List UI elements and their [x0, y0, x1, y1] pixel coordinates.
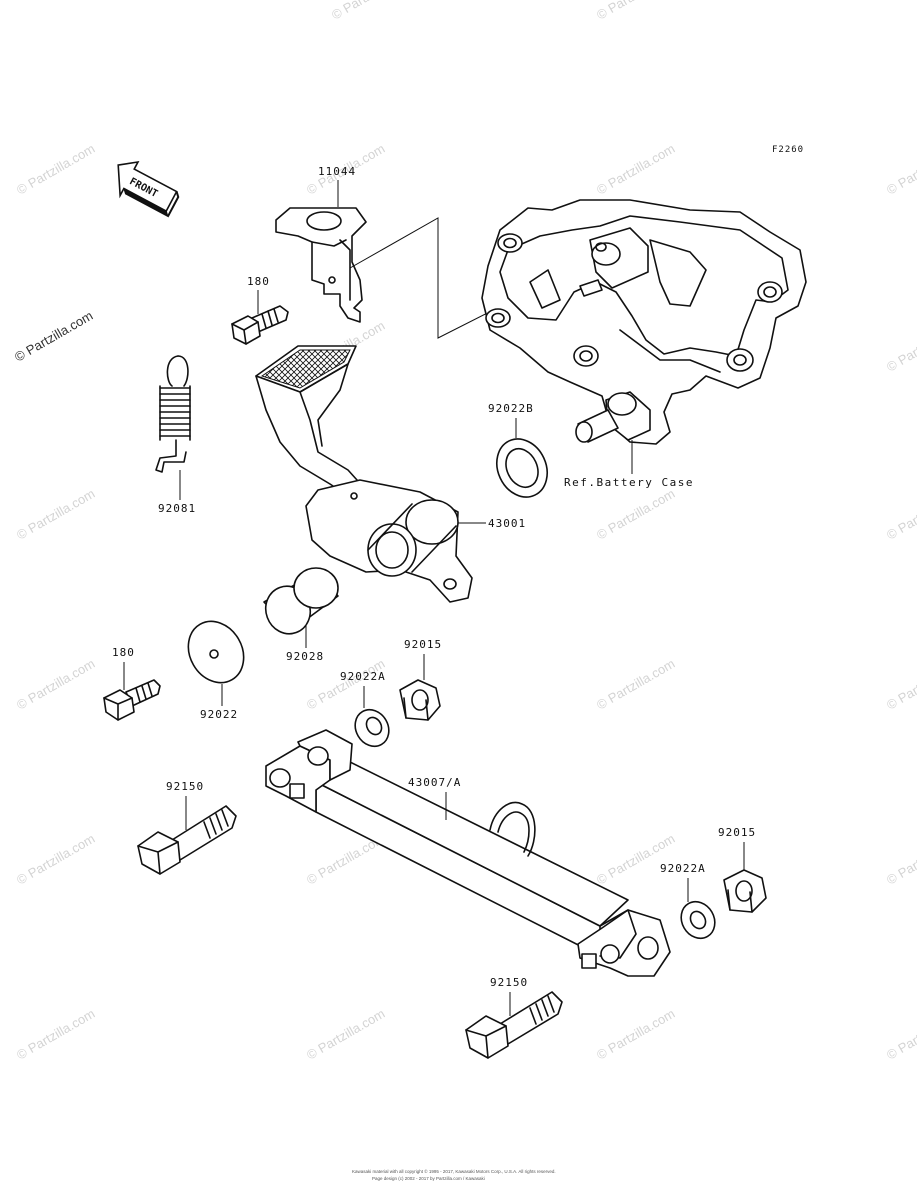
bolt-92150-left — [137, 805, 237, 875]
watermark-text: © Partzilla.com — [12, 308, 95, 365]
part-label-43007a: 43007/A — [408, 776, 461, 789]
part-label-92022b: 92022B — [488, 402, 534, 415]
watermark-text: © Partzilla.com — [14, 1006, 97, 1063]
part-label-92150-left: 92150 — [166, 780, 204, 793]
watermark-text: © Partzilla.com — [14, 831, 97, 888]
watermark-text: © Partzilla.com — [14, 141, 97, 198]
bolt-180-lower — [103, 679, 161, 721]
watermark-text: © Partzilla.com — [884, 831, 917, 888]
part-label-92022a-lower: 92022A — [660, 862, 706, 875]
part-label-92150-bottom: 92150 — [490, 976, 528, 989]
watermark-text: © Partzilla.com — [14, 486, 97, 543]
watermark-text: © Partzilla.com — [594, 141, 677, 198]
watermark-text: © Partzilla.com — [594, 656, 677, 713]
brake-pedal-43001 — [255, 345, 473, 603]
bolt-92150-bottom — [465, 991, 563, 1059]
part-label-180-upper: 180 — [247, 275, 270, 288]
part-label-92015-upper: 92015 — [404, 638, 442, 651]
bracket-11044 — [275, 207, 367, 323]
bolt-180-upper — [231, 305, 289, 345]
part-label-92015-lower: 92015 — [718, 826, 756, 839]
front-arrow-icon: FRONT — [117, 160, 180, 218]
part-label-92028: 92028 — [286, 650, 324, 663]
watermark-layer: © Partzilla.com © Partzilla.com © Partzi… — [12, 0, 917, 1063]
watermark-text: © Partzilla.com — [884, 656, 917, 713]
copyright-line-1: Kawasaki material with all copyright © 1… — [352, 1168, 556, 1174]
reference-battery-case: Ref.Battery Case — [564, 476, 694, 489]
watermark-text: © Partzilla.com — [884, 1006, 917, 1063]
washer-92022 — [187, 620, 245, 684]
washer-92022a-lower — [680, 900, 716, 940]
watermark-text: © Partzilla.com — [884, 486, 917, 543]
part-label-180-lower: 180 — [112, 646, 135, 659]
watermark-text: © Partzilla.com — [14, 656, 97, 713]
watermark-text: © Partzilla.com — [594, 1006, 677, 1063]
figure-code: F2260 — [772, 145, 804, 155]
nut-92015-lower — [723, 869, 767, 913]
part-label-43001: 43001 — [488, 517, 526, 530]
part-label-92081: 92081 — [158, 502, 196, 515]
part-label-92022: 92022 — [200, 708, 238, 721]
battery-case-frame — [481, 199, 807, 445]
part-label-11044: 11044 — [318, 165, 356, 178]
rod-43007a — [265, 729, 671, 977]
watermark-text: © Partzilla.com — [884, 141, 917, 198]
watermark-text: © Partzilla.com — [594, 0, 677, 23]
copyright-line-2: Page design (c) 2002 - 2017 by Partzilla… — [372, 1176, 485, 1181]
watermark-text: © Partzilla.com — [594, 831, 677, 888]
watermark-text: © Partzilla.com — [304, 656, 387, 713]
washer-92022b — [496, 438, 548, 498]
spring-92081 — [155, 355, 191, 473]
watermark-text: © Partzilla.com — [594, 486, 677, 543]
washer-92022a-upper — [354, 708, 390, 748]
collar-92028 — [263, 567, 339, 635]
nut-92015-upper — [399, 679, 441, 721]
watermark-text: © Partzilla.com — [329, 0, 412, 23]
watermark-text: © Partzilla.com — [884, 318, 917, 375]
part-label-92022a-upper: 92022A — [340, 670, 386, 683]
watermark-text: © Partzilla.com — [304, 1006, 387, 1063]
